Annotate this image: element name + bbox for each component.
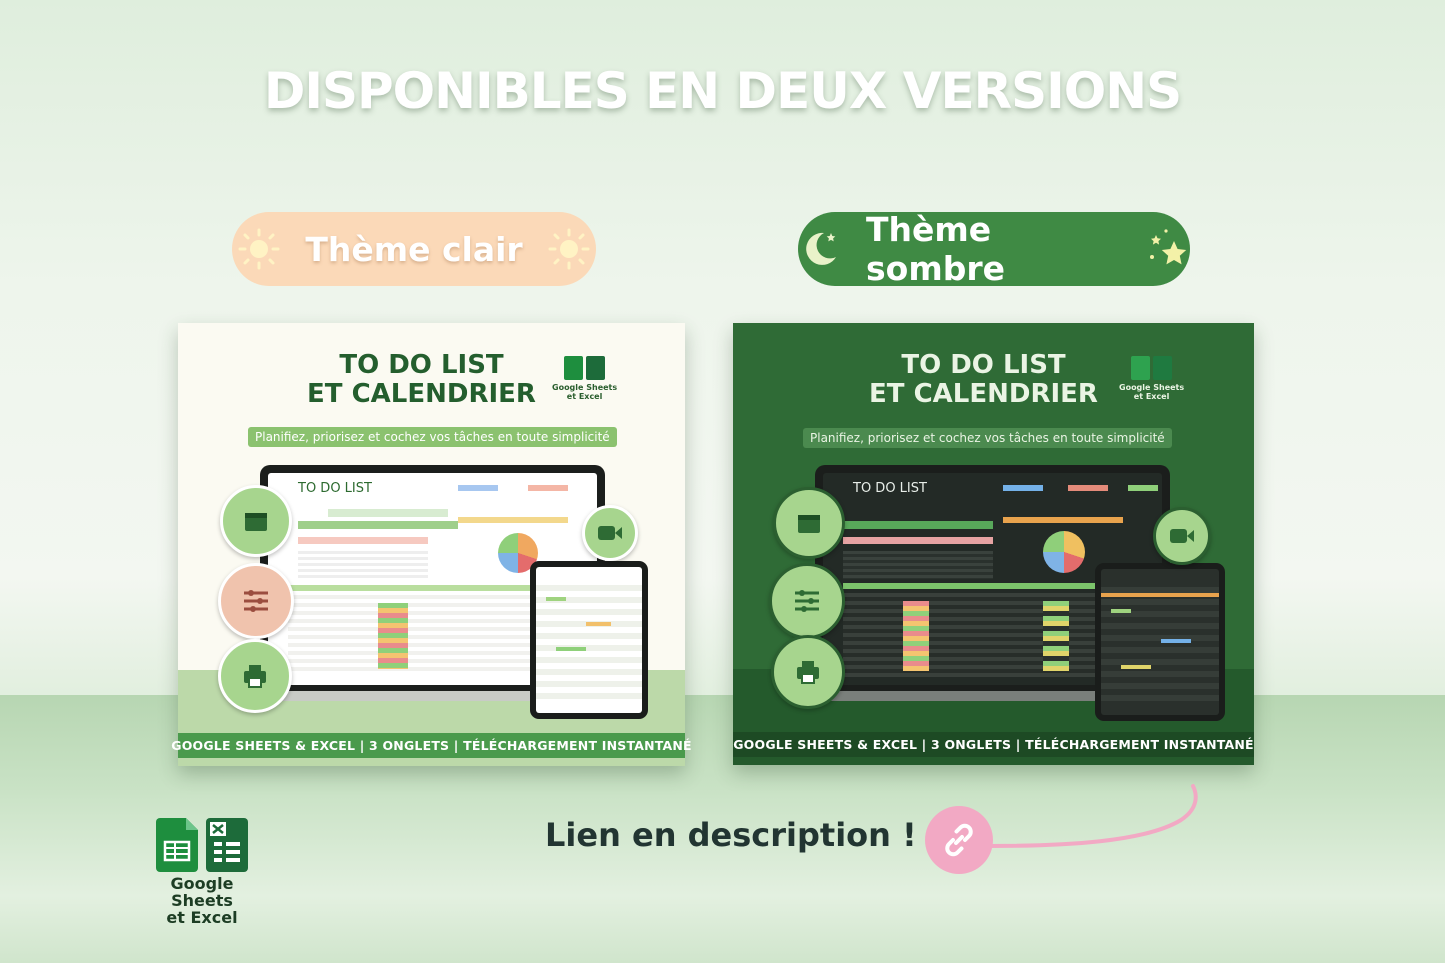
calendar-screen — [536, 567, 642, 713]
link-button[interactable] — [925, 806, 993, 874]
video-camera-icon — [1170, 529, 1194, 543]
google-sheets-excel-logo: Google Sheets et Excel — [140, 818, 264, 926]
product-subtitle: Planifiez, priorisez et cochez vos tâche… — [803, 428, 1172, 448]
sliders-icon — [795, 590, 819, 612]
product-subtitle: Planifiez, priorisez et cochez vos tâche… — [248, 427, 617, 447]
excel-icon — [586, 356, 606, 380]
video-tutorial-badge — [582, 505, 638, 561]
product-title: TO DO LIST ET CALENDRIER — [307, 350, 536, 409]
laptop-base — [785, 691, 1200, 701]
filters-badge — [769, 563, 845, 639]
dark-theme-label: Thème sombre — [866, 210, 1005, 288]
calendar-icon — [798, 515, 820, 533]
google-sheets-icon — [156, 818, 198, 872]
printable-badge — [771, 635, 845, 709]
light-theme-preview: TO DO LIST ET CALENDRIER Google Sheets e… — [171, 323, 692, 766]
excel-icon — [206, 818, 248, 872]
screen-title: TO DO LIST — [853, 481, 927, 496]
calendar-icon — [245, 513, 267, 531]
calendar-badge — [773, 487, 845, 559]
apps-logo: Google Sheets et Excel — [552, 356, 617, 401]
sun-icon — [548, 228, 590, 270]
printer-icon — [244, 665, 266, 688]
sheets-icon — [1131, 356, 1151, 380]
screen-title: TO DO LIST — [298, 481, 372, 496]
excel-icon — [1153, 356, 1173, 380]
printable-badge — [218, 639, 292, 713]
link-in-description-text: Lien en description ! — [545, 816, 917, 854]
tablet-mockup — [530, 561, 648, 719]
brand-label: Google Sheets et Excel — [166, 874, 238, 927]
product-footer: GOOGLE SHEETS & EXCEL | 3 ONGLETS | TÉLÉ… — [171, 733, 692, 758]
video-camera-icon — [598, 526, 622, 540]
tablet-mockup — [1095, 563, 1225, 721]
headline: DISPONIBLES EN DEUX VERSIONS — [263, 62, 1182, 120]
filters-badge — [218, 563, 294, 639]
light-theme-pill[interactable]: Thème clair — [232, 212, 596, 286]
printer-icon — [797, 661, 819, 684]
dark-theme-pill[interactable]: Thème sombre — [798, 210, 1190, 288]
moon-icon — [806, 232, 836, 265]
product-footer: GOOGLE SHEETS & EXCEL | 3 ONGLETS | TÉLÉ… — [733, 732, 1254, 757]
light-theme-label: Thème clair — [305, 229, 523, 269]
dark-theme-preview: TO DO LIST ET CALENDRIER Google Sheets e… — [733, 323, 1254, 765]
curved-arrow-line — [987, 784, 1198, 848]
sliders-icon — [244, 590, 268, 612]
apps-logo: Google Sheets et Excel — [1119, 356, 1184, 401]
video-tutorial-badge — [1153, 507, 1211, 565]
stars-icon — [1150, 229, 1187, 265]
link-icon — [945, 823, 973, 857]
laptop-base — [230, 691, 635, 701]
sun-icon — [238, 228, 280, 270]
product-title: TO DO LIST ET CALENDRIER — [869, 350, 1098, 409]
sheets-icon — [564, 356, 584, 380]
calendar-screen — [1101, 569, 1219, 715]
calendar-badge — [220, 485, 292, 557]
